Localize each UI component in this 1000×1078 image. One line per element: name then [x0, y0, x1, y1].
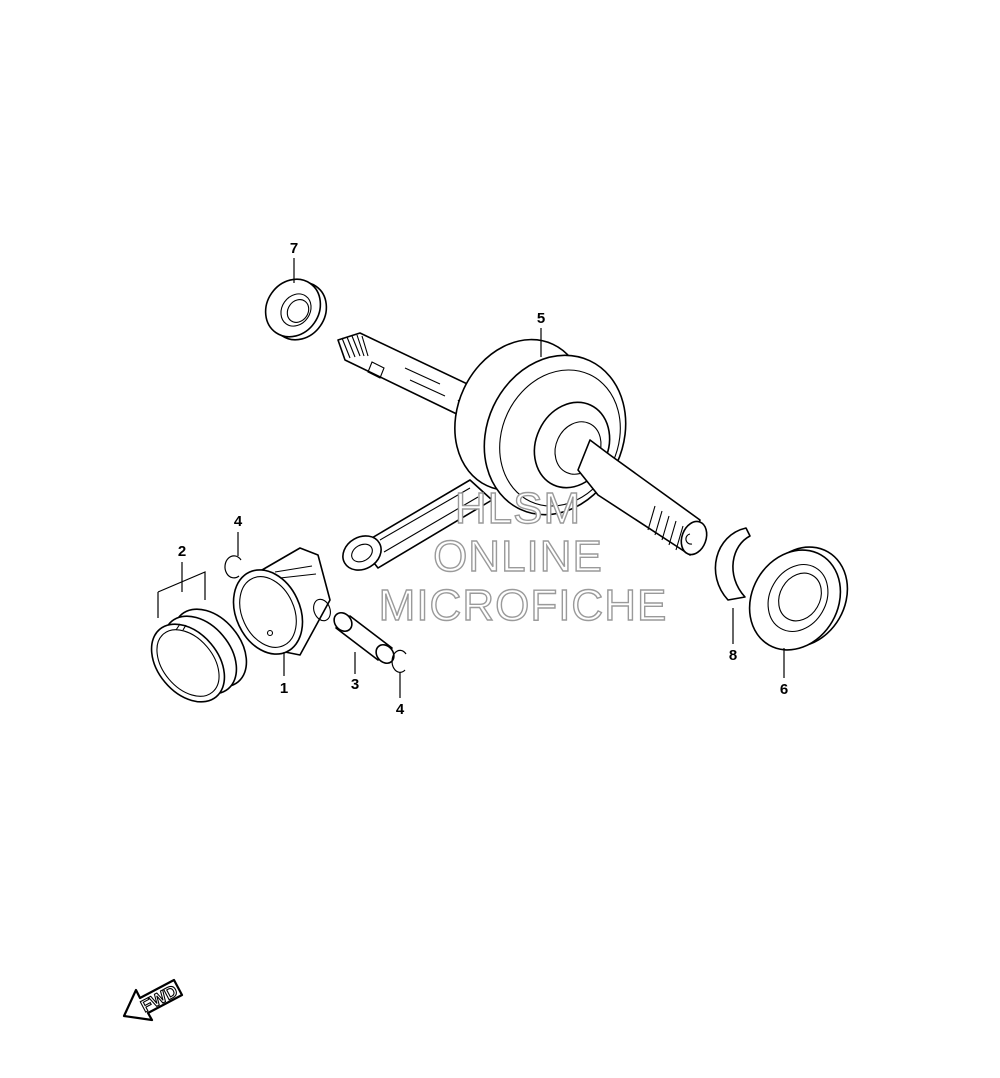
callout-3: 3 [351, 676, 359, 693]
part-2-piston-rings [150, 608, 248, 703]
part-4-circlip-upper [224, 555, 242, 579]
fwd-arrow-icon: FWD [122, 978, 184, 1022]
watermark-line-3: MICROFICHE [379, 581, 668, 630]
watermark-line-2: ONLINE [433, 532, 603, 581]
part-8-shim [714, 527, 751, 601]
part-3-piston-pin [333, 611, 395, 665]
callout-5: 5 [537, 310, 545, 327]
watermark-line-1: HLSM [455, 484, 581, 533]
callout-7: 7 [290, 240, 298, 257]
part-4-circlip-lower [391, 649, 407, 673]
callout-4-upper: 4 [234, 513, 243, 530]
callout-1: 1 [280, 680, 288, 697]
watermark: HLSM ONLINE MICROFICHE [378, 483, 668, 630]
part-7-oil-seal [264, 278, 328, 341]
leader-lines [157, 258, 785, 698]
part-6-bearing [748, 546, 849, 651]
callout-4-lower: 4 [396, 701, 405, 718]
callout-2: 2 [178, 543, 186, 560]
callout-8: 8 [729, 647, 737, 664]
part-5-crankshaft [337, 332, 708, 571]
part-1-piston [232, 547, 331, 656]
callout-6: 6 [780, 681, 788, 698]
fwd-label: FWD [138, 981, 181, 1016]
